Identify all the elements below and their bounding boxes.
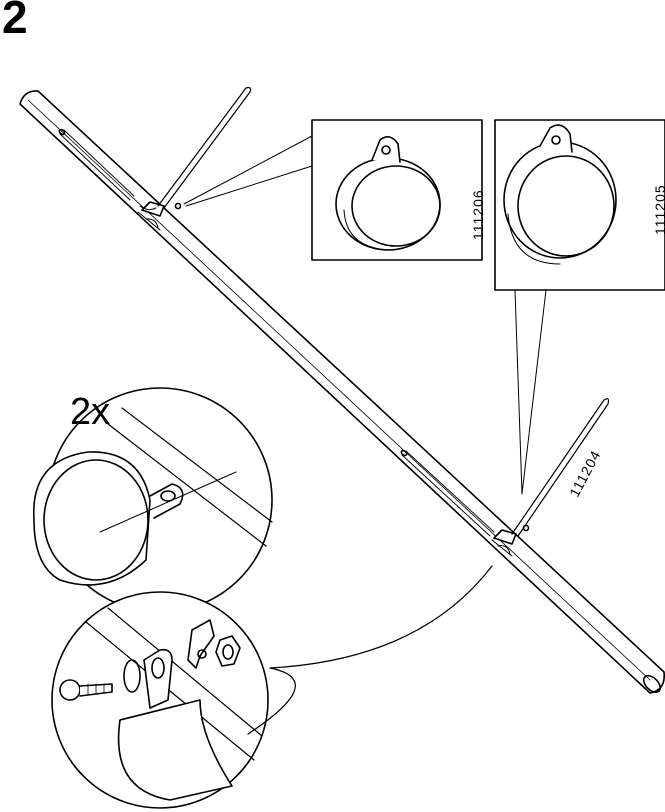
callout-box-111205 [495, 120, 665, 290]
detail-circle-bottom [52, 592, 268, 808]
detail-leader-line [270, 566, 492, 668]
callout-box-111206 [312, 120, 482, 260]
part-number-111206: 111206 [470, 189, 486, 240]
quantity-label: 2x [70, 393, 110, 431]
part-number-111205: 111205 [652, 184, 665, 235]
lower-bracket [494, 290, 609, 544]
upper-bracket [140, 88, 312, 217]
step-number: 2 [2, 0, 28, 40]
